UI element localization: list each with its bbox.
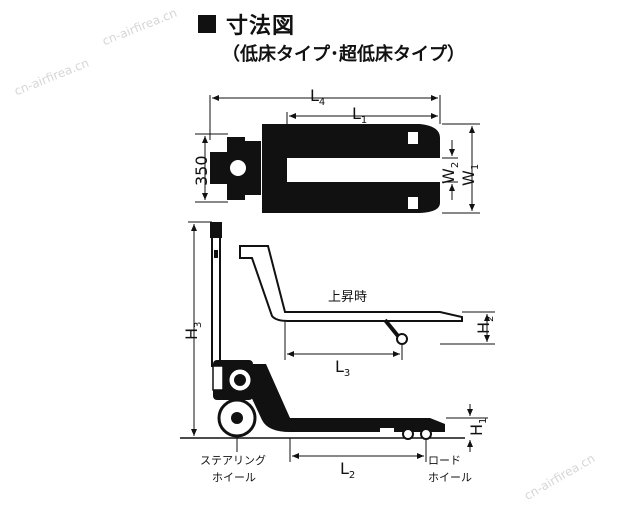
dim-label-l3: L3 bbox=[335, 357, 350, 379]
load-wheel bbox=[402, 428, 414, 440]
load-wheel-label: ロード bbox=[428, 454, 461, 467]
handle-lever bbox=[214, 250, 218, 258]
black-square-icon bbox=[198, 15, 216, 33]
dim-label-350: 350 bbox=[192, 155, 211, 186]
steering-wheel-label-2: ホイール bbox=[212, 471, 256, 484]
wheel-bracket bbox=[227, 192, 245, 200]
dim-label-h3: H3 bbox=[182, 322, 204, 340]
side-view: 上昇時 H3 H2 L3 H1 bbox=[180, 221, 496, 484]
handle-base-top bbox=[210, 152, 230, 184]
pump-side-plate bbox=[212, 365, 224, 391]
page-title: 寸法図 bbox=[226, 14, 296, 39]
dim-label-h2: H2 bbox=[474, 316, 496, 334]
pump-piston bbox=[234, 374, 246, 386]
title-line: 寸法図 bbox=[198, 8, 295, 40]
steering-wheel-top bbox=[228, 158, 248, 178]
handle-grip bbox=[210, 222, 222, 238]
dim-label-l4: L4 bbox=[310, 86, 325, 108]
top-view: L4 L1 350 W1 W2 bbox=[192, 86, 481, 214]
fork-body-top bbox=[262, 124, 440, 213]
load-wheel-label-2: ホイール bbox=[428, 471, 472, 484]
raised-load-wheel bbox=[396, 333, 408, 345]
lowered-fork-body bbox=[248, 364, 445, 432]
wheel-bracket bbox=[227, 137, 245, 145]
raised-fork-outline bbox=[239, 245, 463, 322]
title-block: 寸法図 bbox=[198, 8, 295, 40]
fork-slot bbox=[408, 132, 418, 144]
fork-slot bbox=[408, 197, 418, 209]
load-wheel bbox=[420, 428, 432, 440]
raised-label: 上昇時 bbox=[328, 290, 367, 305]
dim-label-l2: L2 bbox=[340, 459, 355, 481]
load-wheel-cutout bbox=[380, 428, 394, 433]
steering-wheel-hub bbox=[231, 412, 243, 424]
dim-label-w2: W2 bbox=[439, 162, 461, 184]
steering-wheel-label: ステアリング bbox=[200, 453, 266, 467]
raised-load-linkage bbox=[383, 318, 400, 338]
page-subtitle: （低床タイプ･超低床タイプ） bbox=[222, 44, 465, 65]
dim-label-l1: L1 bbox=[352, 104, 367, 126]
dim-label-h1: H1 bbox=[467, 418, 489, 436]
dim-label-w1: W1 bbox=[459, 164, 481, 186]
